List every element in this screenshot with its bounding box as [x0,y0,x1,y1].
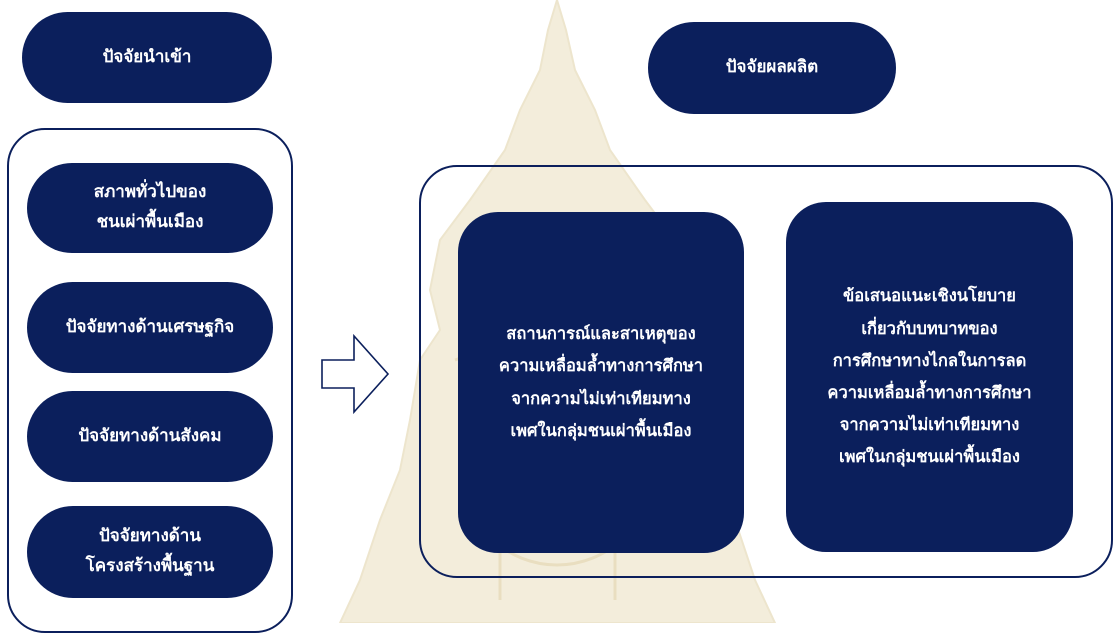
input-factor-infrastructure: ปัจจัยทางด้าน โครงสร้างพื้นฐาน [27,506,273,598]
input-header-label: ปัจจัยนำเข้า [102,46,192,67]
output-frame [419,165,1113,578]
input-factor-general-label: สภาพทั่วไปของ ชนเผ่าพื้นเมือง [93,182,207,232]
output-policy-box: ข้อเสนอแนะเชิงนโยบาย เกี่ยวกับบทบาทของ ก… [786,202,1073,552]
input-header: ปัจจัยนำเข้า [22,12,272,103]
input-factor-social: ปัจจัยทางด้านสังคม [27,391,273,482]
output-header-label: ปัจจัยผลผลิต [725,57,819,78]
output-policy-label: ข้อเสนอแนะเชิงนโยบาย เกี่ยวกับบทบาทของ ก… [827,286,1032,467]
input-factor-general: สภาพทั่วไปของ ชนเผ่าพื้นเมือง [27,163,273,253]
input-factor-economic-label: ปัจจัยทางด้านเศรษฐกิจ [65,316,235,337]
output-situation-box: สถานการณ์และสาเหตุของ ความเหลื่อมล้ำทางก… [458,212,744,553]
input-factor-economic: ปัจจัยทางด้านเศรษฐกิจ [27,282,273,373]
right-arrow-icon [321,333,390,415]
input-factor-infrastructure-label: ปัจจัยทางด้าน โครงสร้างพื้นฐาน [85,526,215,576]
output-situation-label: สถานการณ์และสาเหตุของ ความเหลื่อมล้ำทางก… [498,324,704,440]
input-factor-social-label: ปัจจัยทางด้านสังคม [78,425,222,446]
output-header: ปัจจัยผลผลิต [648,22,896,114]
